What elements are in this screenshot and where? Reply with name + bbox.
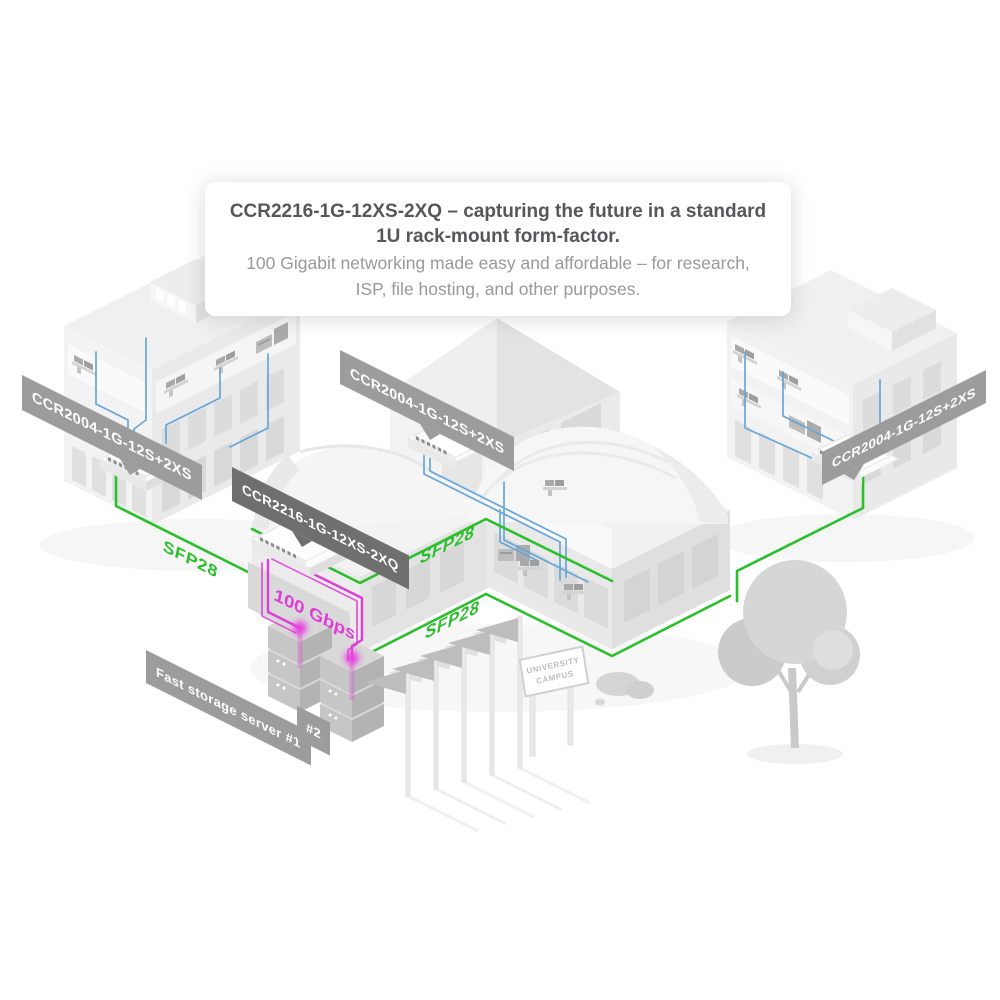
- rocks: [595, 672, 654, 706]
- magenta-100g-cables: [261, 554, 364, 700]
- storage-servers: [248, 562, 384, 742]
- card-title-line2: 1U rack-mount form-factor.: [376, 226, 620, 248]
- tag-storage-server-2-label: #2: [306, 719, 322, 743]
- tree: [718, 560, 860, 764]
- info-card: CCR2216-1G-12XS-2XQ – capturing the futu…: [205, 182, 791, 317]
- central-campus-building: [252, 426, 730, 652]
- flag-poles: [364, 615, 591, 833]
- card-subtitle-line2: ISP, file hosting, and other purposes.: [355, 279, 641, 300]
- card-title-line1: CCR2216-1G-12XS-2XQ – capturing the futu…: [229, 201, 767, 222]
- storage-tower-1: [268, 610, 332, 712]
- card-subtitle-line1: 100 Gigabit networking made easy and aff…: [246, 253, 750, 274]
